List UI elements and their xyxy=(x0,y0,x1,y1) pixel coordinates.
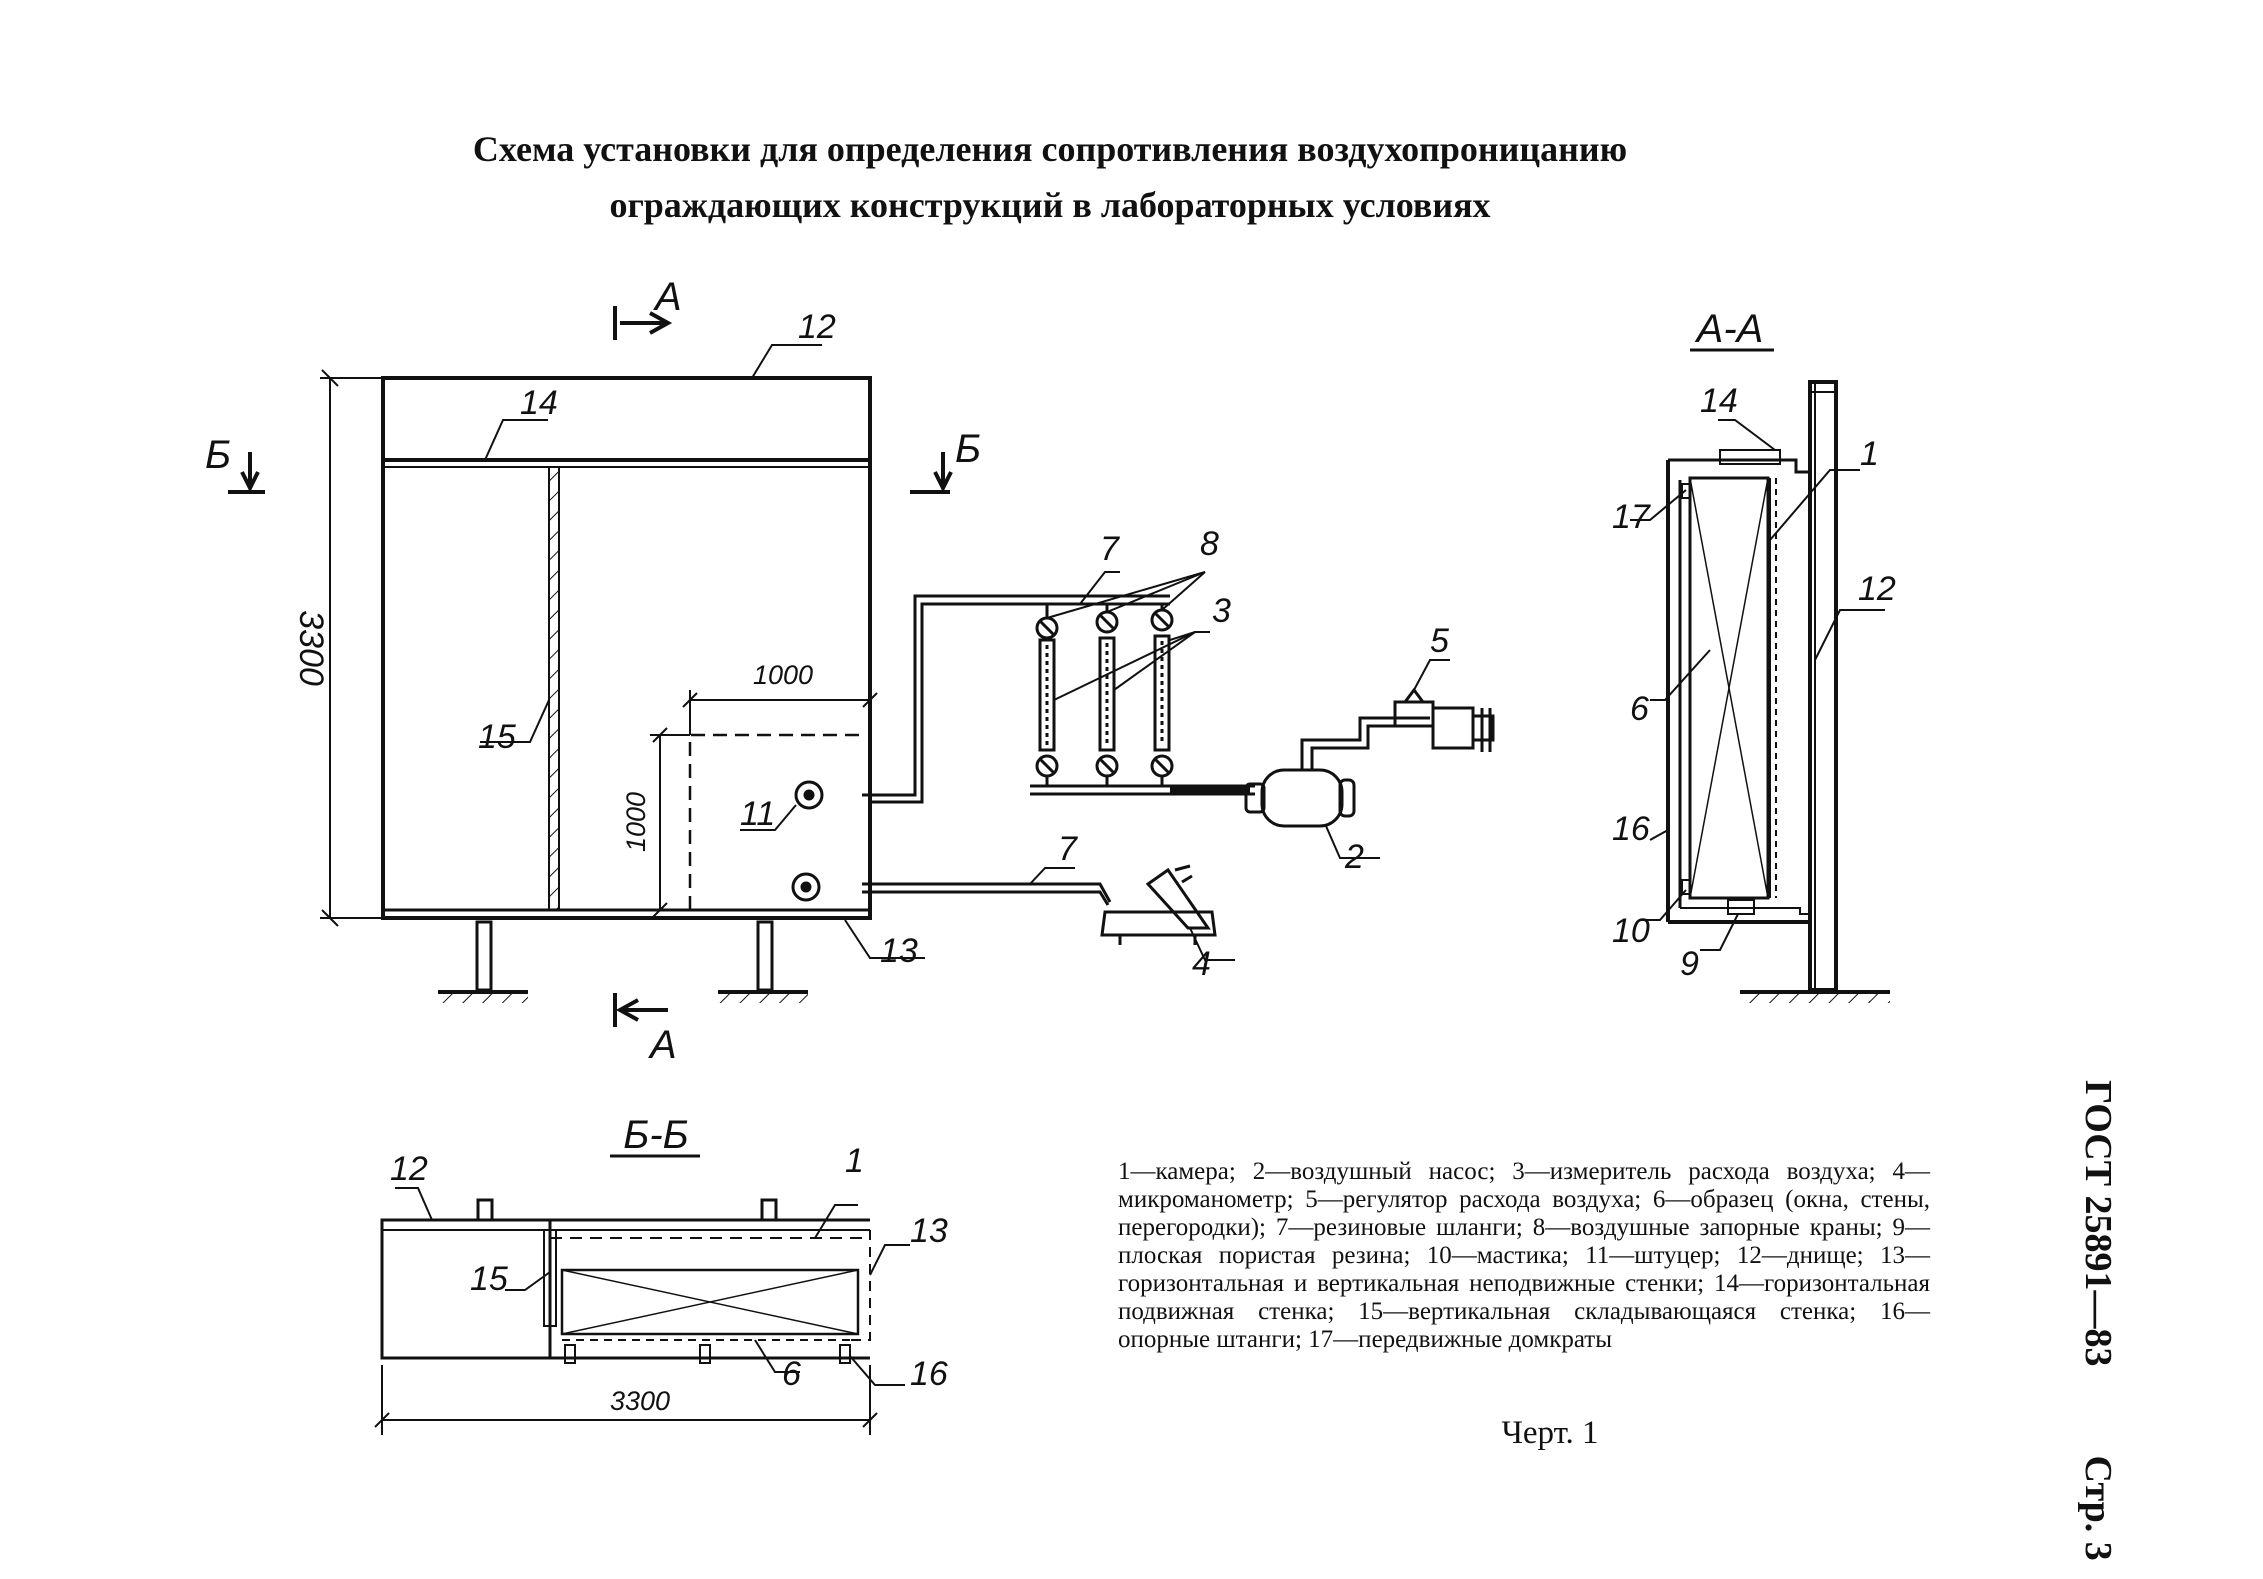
folding-vertical-wall xyxy=(548,466,560,911)
section-bb-title: Б-Б xyxy=(623,1113,688,1157)
dim-height-label: 3300 xyxy=(292,610,330,686)
chamber-leg-left xyxy=(475,920,493,992)
air-flow-regulator xyxy=(1393,687,1495,752)
callout-2: 2 xyxy=(1344,838,1364,876)
sample-zone xyxy=(688,733,862,910)
callout-12-aa: 12 xyxy=(1858,570,1896,608)
cut-marker-b-right: Б xyxy=(955,427,981,471)
page-number: Стр. 3 xyxy=(2077,1455,2119,1561)
diagram-title-line-1: Схема установки для определения сопротив… xyxy=(472,129,1628,169)
micromanometer xyxy=(1100,864,1217,945)
dim-1000-horizontal-label: 1000 xyxy=(753,660,813,690)
callout-10: 10 xyxy=(1612,912,1650,950)
callout-3: 3 xyxy=(1212,592,1231,630)
callout-7-lower: 7 xyxy=(1058,830,1078,868)
air-pump xyxy=(1244,768,1356,828)
callout-1-bb: 1 xyxy=(845,1142,864,1180)
callout-14-front: 14 xyxy=(520,384,558,422)
fitting-11-upper xyxy=(794,780,824,810)
callout-12-bb: 12 xyxy=(390,1150,428,1188)
side-header: ГОСТ 25891—83 Стр. 3 xyxy=(2060,1080,2120,1561)
legend-paragraph: 1—камера; 2—воздушный насос; 3—измерител… xyxy=(1118,1158,1930,1353)
figure-caption: Черт. 1 xyxy=(1501,1415,1599,1451)
section-aa-title: А-А xyxy=(1695,307,1764,351)
callout-8: 8 xyxy=(1200,525,1219,563)
callout-9: 9 xyxy=(1680,945,1699,983)
fitting-11-lower xyxy=(791,872,821,902)
callout-17: 17 xyxy=(1612,498,1651,536)
callout-4: 4 xyxy=(1192,945,1211,983)
chamber-outline xyxy=(381,376,872,920)
bb-sample xyxy=(560,1268,860,1336)
flow-meter-2 xyxy=(1095,604,1119,786)
aa-sample xyxy=(1688,476,1770,900)
section-cut-markers xyxy=(228,306,953,1027)
callout-11: 11 xyxy=(740,795,775,833)
chamber-dimensions xyxy=(320,369,878,927)
flow-meter-group xyxy=(1035,604,1174,786)
standard-number: ГОСТ 25891—83 xyxy=(2077,1080,2119,1367)
callout-13-bb: 13 xyxy=(910,1212,948,1250)
flow-meter-3 xyxy=(1150,604,1174,786)
callout-labels: 12 14 15 11 13 7 8 3 5 2 7 4 14 1 12 17 … xyxy=(390,308,1896,1393)
callout-5: 5 xyxy=(1430,622,1449,660)
callout-7-upper: 7 xyxy=(1100,530,1120,568)
callout-16-bb: 16 xyxy=(910,1355,948,1393)
callout-15-front: 15 xyxy=(478,718,516,756)
legend-text: 1—камера; 2—воздушный насос; 3—измерител… xyxy=(1118,1158,1930,1354)
piping xyxy=(862,594,1430,906)
cut-marker-a-bottom: А xyxy=(648,1023,677,1067)
dim-width-label: 3300 xyxy=(610,1386,670,1416)
callout-12-front: 12 xyxy=(798,308,836,346)
cut-marker-b-left: Б xyxy=(205,433,231,477)
section-aa-view xyxy=(1666,380,1890,1003)
callout-1-aa: 1 xyxy=(1860,435,1879,473)
chamber-leg-right xyxy=(756,920,774,992)
callout-13-front: 13 xyxy=(880,932,918,970)
diagram-title-line-2: ограждающих конструкций в лабораторных у… xyxy=(609,185,1491,225)
callout-15-bb: 15 xyxy=(470,1260,508,1298)
cut-marker-a-top: А xyxy=(653,275,682,319)
callout-6-bb: 6 xyxy=(782,1355,801,1393)
dim-1000-vertical-label: 1000 xyxy=(621,792,651,852)
callout-leaders xyxy=(395,344,1885,1386)
flow-meter-1 xyxy=(1035,604,1059,786)
aa-bottom-plate xyxy=(1808,380,1838,992)
callout-14-aa: 14 xyxy=(1700,382,1738,420)
chamber-front-view xyxy=(381,376,872,1003)
section-bb-view xyxy=(374,1198,878,1435)
callout-6-aa: 6 xyxy=(1630,690,1649,728)
callout-16-aa: 16 xyxy=(1612,810,1650,848)
